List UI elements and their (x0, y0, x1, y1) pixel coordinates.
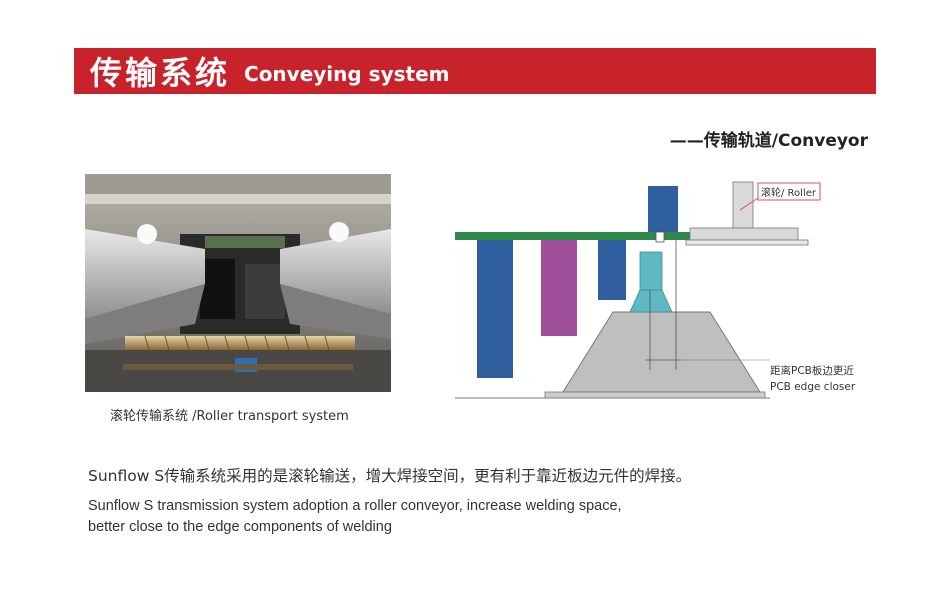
section-subtitle: ——传输轨道/Conveyor (669, 131, 868, 151)
roller-label: 滚轮/ Roller (761, 186, 817, 199)
diagram-pcb-board (455, 232, 690, 240)
roller-transport-photo (85, 174, 391, 392)
conveyor-diagram: 滚轮/ Roller 距离PCB板边更近 PCB edge closer (455, 181, 856, 399)
page-title-cn: 传输系统 (90, 54, 231, 92)
diagram-nozzle-cone (629, 289, 673, 313)
diagram-component-blue-mid (598, 240, 626, 300)
description-en: Sunflow S transmission system adoption a… (88, 496, 728, 538)
description-cn: Sunflow S传输系统采用的是滚轮输送，增大焊接空间，更有利于靠近板边元件的… (88, 467, 692, 485)
edge-label-en: PCB edge closer (770, 381, 856, 393)
diagram-roller-bar (689, 227, 799, 241)
diagram-base (562, 311, 761, 393)
diagram-nozzle-top (639, 251, 663, 291)
page-title-en: Conveying system (244, 62, 450, 86)
description-en-line-2: better close to the edge components of w… (88, 519, 392, 535)
diagram-component-blue-left (477, 240, 513, 378)
diagram-roller-post (732, 181, 754, 229)
description-en-line-1: Sunflow S transmission system adoption a… (88, 498, 622, 514)
edge-label-cn: 距离PCB板边更近 (770, 364, 854, 377)
diagram-component-blue-top (648, 186, 678, 232)
roller-label-box (757, 182, 821, 201)
diagram-component-purple (541, 240, 577, 336)
title-banner: 传输系统 Conveying system (74, 48, 876, 94)
photo-caption: 滚轮传输系统 /Roller transport system (110, 409, 349, 424)
